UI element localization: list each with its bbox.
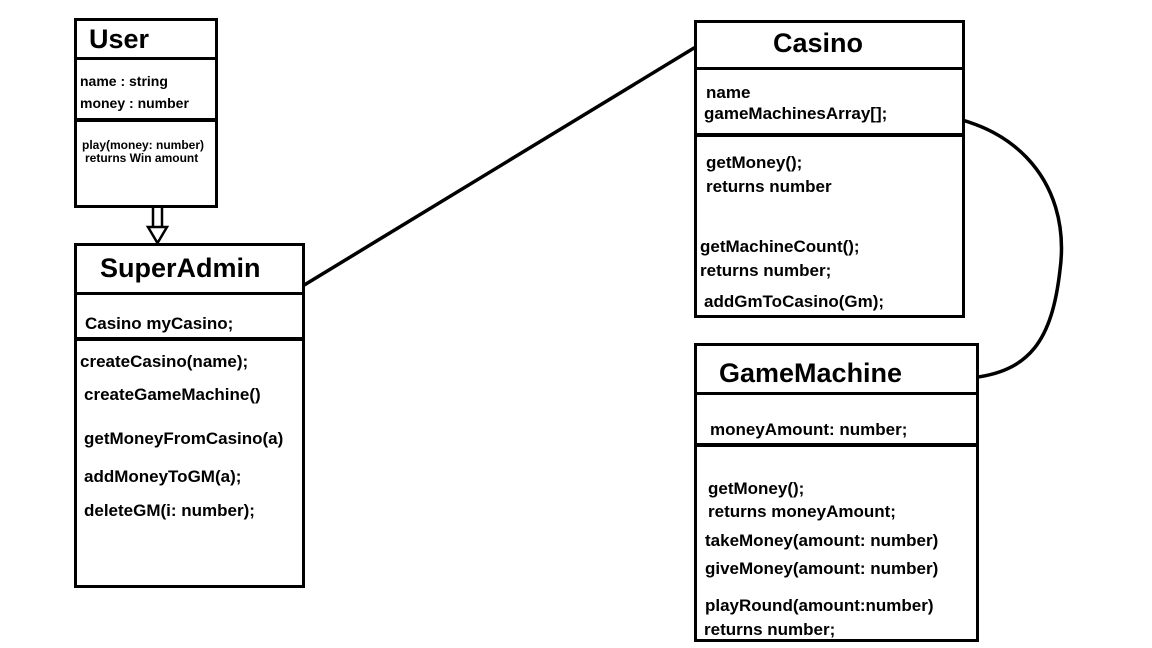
class-divider xyxy=(697,67,962,70)
class-method: getMoney(); xyxy=(708,479,805,498)
class-method: play(money: number) xyxy=(82,138,205,152)
class-title: Casino xyxy=(773,28,864,58)
class-method: getMoney(); xyxy=(706,153,803,172)
class-title: SuperAdmin xyxy=(100,253,261,283)
class-method: getMachineCount(); xyxy=(700,237,860,256)
class-method: addGmToCasino(Gm); xyxy=(704,292,885,311)
class-method: returns number; xyxy=(704,620,836,639)
class-method: returns number xyxy=(706,177,832,196)
association-superadmin-casino xyxy=(248,46,696,320)
class-divider xyxy=(697,443,976,447)
class-attribute: money : number xyxy=(80,95,189,111)
class-title: GameMachine xyxy=(719,358,903,388)
class-method: deleteGM(i: number); xyxy=(84,501,255,520)
inheritance-arrow xyxy=(145,207,170,246)
class-method: returns number; xyxy=(700,261,832,280)
class-divider xyxy=(697,133,962,137)
class-casino: Casino name gameMachinesArray[]; getMone… xyxy=(694,20,965,318)
class-user: User name : string money : number play(m… xyxy=(74,18,218,208)
association-casino-gamemachine xyxy=(904,111,1064,380)
class-method: createCasino(name); xyxy=(80,352,249,371)
class-title: User xyxy=(89,24,150,54)
class-method: getMoneyFromCasino(a) xyxy=(84,429,284,448)
class-divider xyxy=(77,292,302,295)
class-divider xyxy=(77,57,215,60)
class-method: addMoneyToGM(a); xyxy=(84,467,242,486)
class-method: takeMoney(amount: number) xyxy=(705,531,939,550)
class-method: returns moneyAmount; xyxy=(708,502,896,521)
class-method: createGameMachine() xyxy=(84,385,261,404)
class-attribute: name : string xyxy=(80,73,168,89)
class-method: giveMoney(amount: number) xyxy=(705,559,939,578)
class-method: playRound(amount:number) xyxy=(705,596,934,615)
class-divider xyxy=(697,392,976,395)
class-method: returns Win amount xyxy=(85,151,199,165)
class-attribute: Casino myCasino; xyxy=(85,314,234,333)
class-divider xyxy=(77,337,302,341)
class-divider xyxy=(77,118,215,122)
class-gamemachine: GameMachine moneyAmount: number; getMone… xyxy=(694,343,979,642)
class-attribute: name xyxy=(706,83,751,102)
class-attribute: moneyAmount: number; xyxy=(710,420,908,439)
class-superadmin: SuperAdmin Casino myCasino; createCasino… xyxy=(74,243,305,588)
class-attribute: gameMachinesArray[]; xyxy=(704,104,888,123)
